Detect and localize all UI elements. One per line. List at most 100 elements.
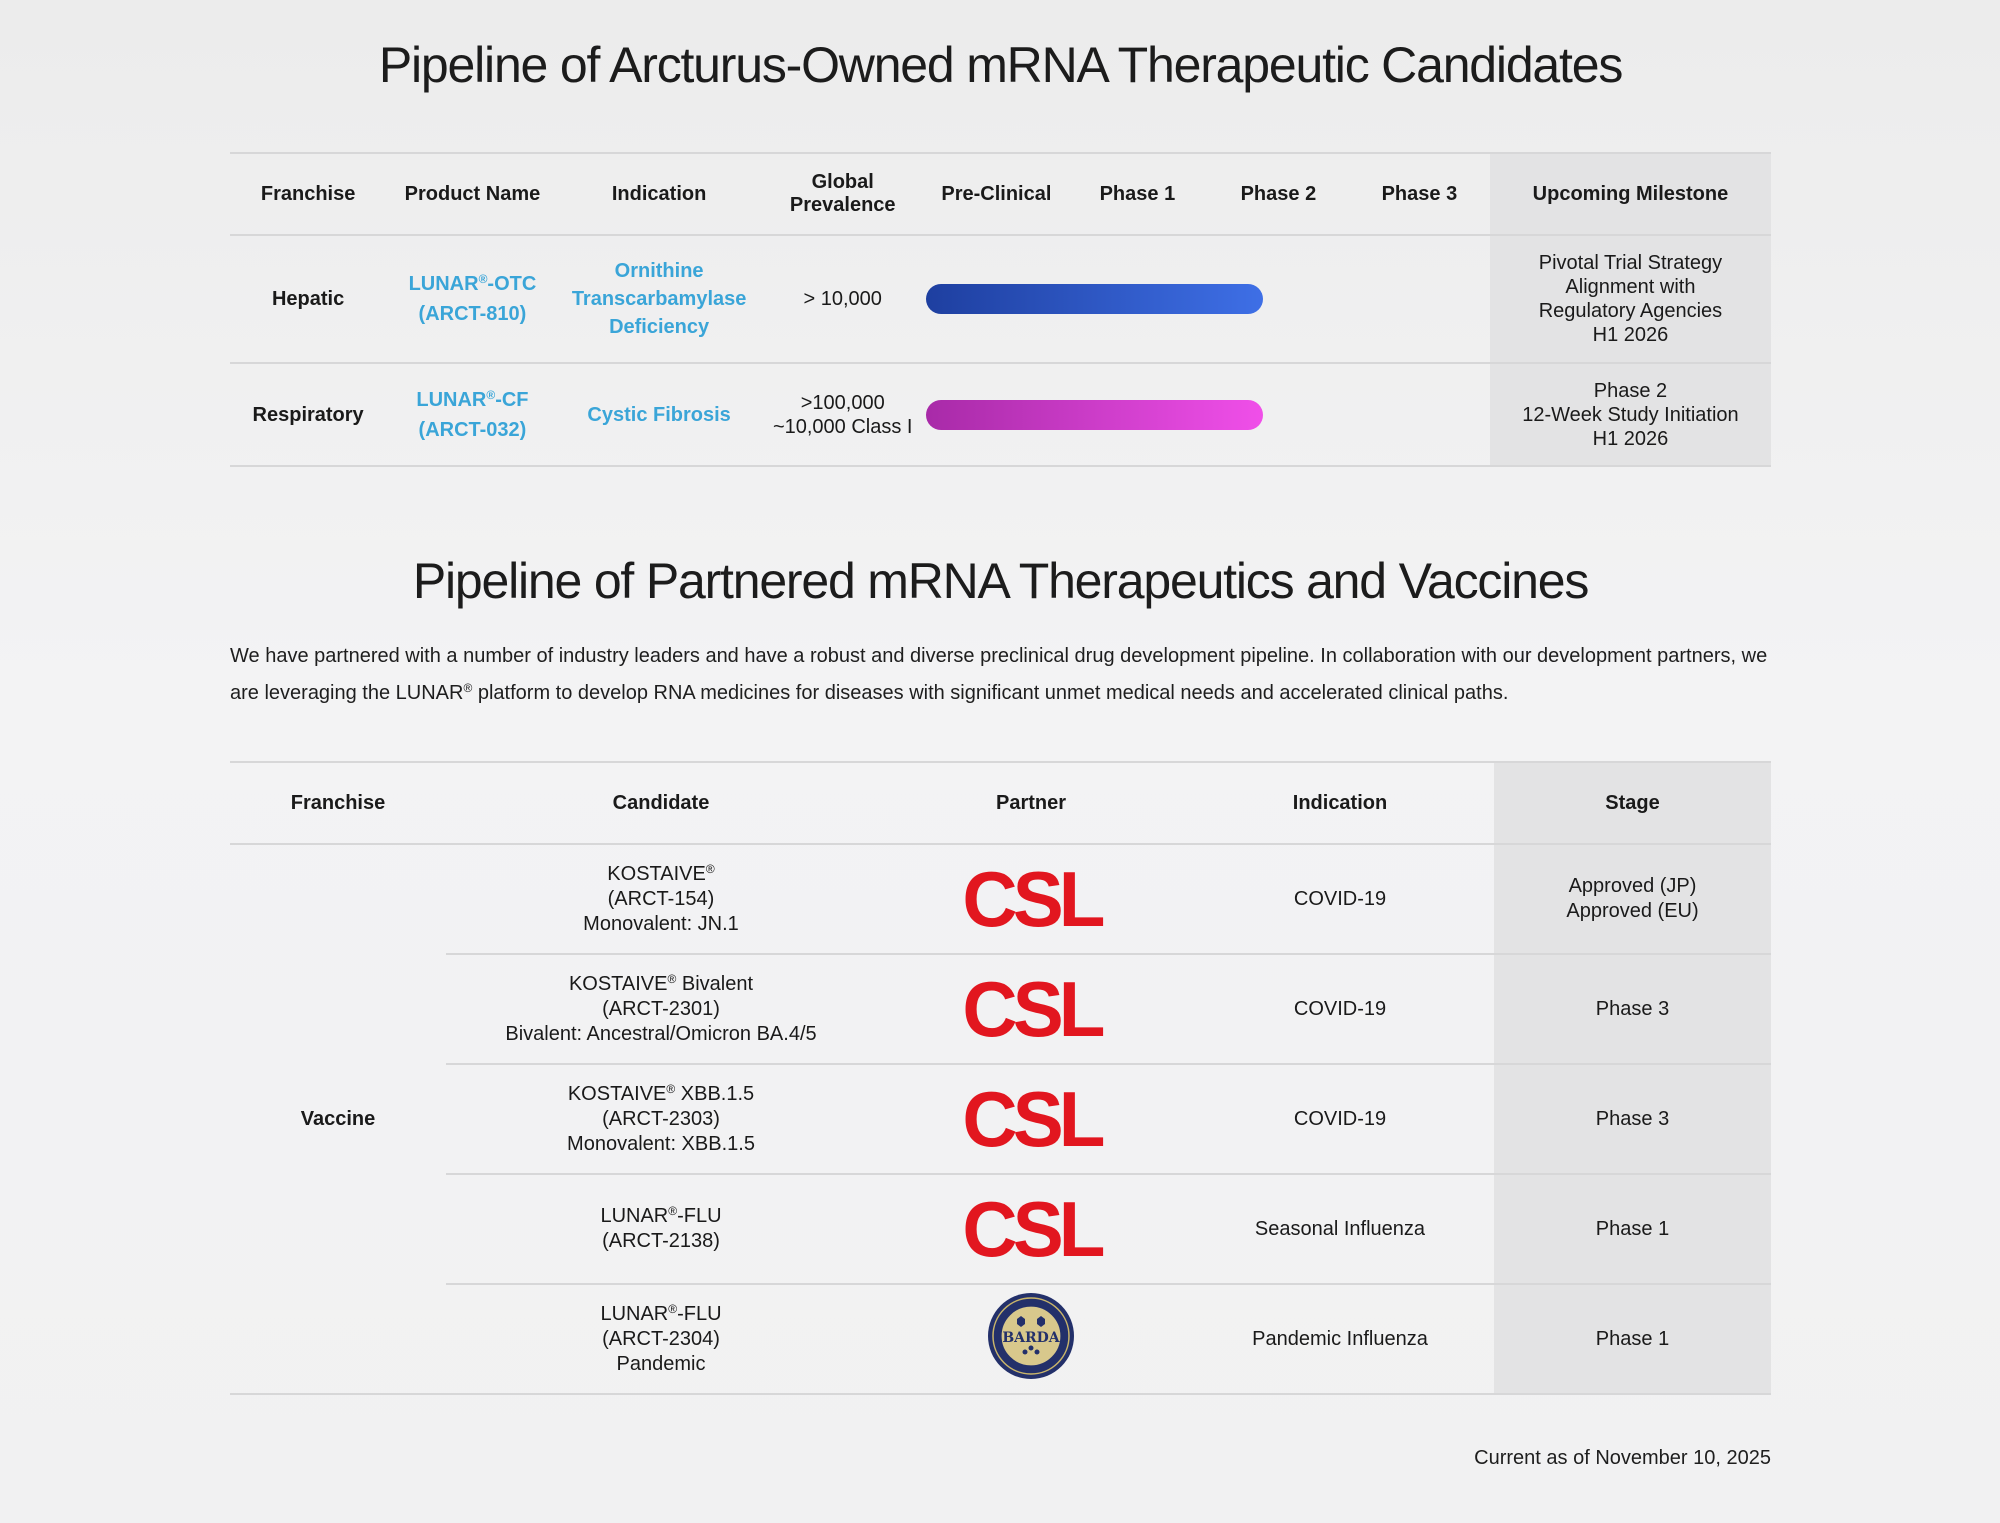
current-as-of-note: Current as of November 10, 2025 [1474, 1447, 1771, 1469]
candidate-name-suffix: -FLU [677, 1205, 722, 1227]
indication-line: Deficiency [609, 316, 710, 338]
indication-cell: COVID-19 [1186, 844, 1494, 955]
candidate-name: KOSTAIVE [607, 862, 706, 885]
milestone-line: H1 2026 [1592, 427, 1669, 450]
partner-cell: BARDA [876, 1284, 1186, 1395]
milestone-line: 12-Week Study Initiation [1522, 403, 1739, 426]
candidate-name: KOSTAIVE [568, 972, 668, 995]
csl-logo: CSL [961, 1075, 1105, 1163]
indication-line: Ornithine [614, 260, 704, 282]
prevalence-cell: >100,000 ~10,000 Class I [759, 363, 926, 467]
csl-logo: CSL [961, 965, 1105, 1053]
partnered-pipeline-table: Franchise Candidate Partner Indication S… [230, 761, 1771, 1395]
product-name-prefix: LUNAR [416, 388, 487, 411]
registered-mark: ® [486, 387, 496, 402]
indication-cell: COVID-19 [1186, 954, 1494, 1065]
milestone-cell: Phase 2 12-Week Study Initiation H1 2026 [1489, 363, 1771, 467]
indication-cell: COVID-19 [1186, 1064, 1494, 1175]
indication-cell: Pandemic Influenza [1186, 1284, 1494, 1395]
owned-header-row: Franchise Product Name Indication Global… [230, 152, 1771, 236]
registered-mark: ® [666, 1081, 676, 1096]
product-name-link[interactable]: LUNAR®-OTC (ARCT-810) [409, 273, 537, 325]
header-preclinical: Pre-Clinical [925, 152, 1067, 236]
csl-logo: CSL [961, 1185, 1105, 1273]
registered-mark: ® [463, 681, 473, 695]
candidate-detail: Monovalent: XBB.1.5 [567, 1132, 755, 1155]
header-product-name: Product Name [386, 152, 559, 236]
stage-line: Approved (JP) [1568, 875, 1697, 897]
indication-cell: Cystic Fibrosis [558, 363, 760, 467]
candidate-detail: Bivalent: Ancestral/Omicron BA.4/5 [505, 1022, 817, 1045]
candidate-cell: KOSTAIVE® (ARCT-154) Monovalent: JN.1 [446, 844, 876, 955]
product-code: (ARCT-032) [418, 418, 527, 441]
prevalence-line: ~10,000 Class I [772, 415, 913, 438]
header-indication: Indication [1186, 761, 1494, 845]
header-partner: Partner [876, 761, 1186, 845]
registered-mark: ® [668, 1204, 678, 1218]
prevalence-line: >100,000 [800, 391, 885, 414]
candidate-name-suffix: -FLU [677, 1302, 722, 1325]
product-code: (ARCT-810) [418, 303, 527, 325]
product-name-cell: LUNAR®-CF (ARCT-032) [386, 363, 559, 467]
header-global-prevalence: Global Prevalence [759, 152, 926, 236]
stage-cell: Phase 3 [1494, 954, 1771, 1065]
indication-link[interactable]: Cystic Fibrosis [587, 403, 731, 426]
partnered-row: Vaccine KOSTAIVE® (ARCT-154) Monovalent:… [230, 844, 1771, 1395]
product-name-prefix: LUNAR [408, 273, 479, 295]
registered-mark: ® [478, 272, 488, 286]
partner-cell: CSL [876, 1064, 1186, 1175]
progress-cell [925, 235, 1490, 364]
indication-link[interactable]: Ornithine Transcarbamylase Deficiency [572, 260, 747, 338]
header-phase2: Phase 2 [1207, 152, 1349, 236]
header-phase3: Phase 3 [1348, 152, 1490, 236]
candidate-name-suffix: XBB.1.5 [675, 1082, 755, 1105]
stage-cell: Phase 1 [1494, 1174, 1771, 1285]
prevalence-cell: > 10,000 [759, 235, 926, 364]
partnered-intro-paragraph: We have partnered with a number of indus… [230, 638, 1771, 712]
indication-cell: Ornithine Transcarbamylase Deficiency [558, 235, 760, 364]
product-name-suffix: -OTC [487, 273, 537, 295]
milestone-line: Pivotal Trial Strategy [1538, 252, 1723, 274]
registered-mark: ® [705, 861, 715, 876]
partnered-row: LUNAR®-FLU (ARCT-2304) Pandemic BARDA [230, 1284, 1771, 1395]
candidate-detail: Monovalent: JN.1 [583, 912, 739, 935]
candidate-code: (ARCT-154) [607, 887, 715, 910]
header-stage: Stage [1494, 761, 1771, 845]
stage-cell: Approved (JP) Approved (EU) [1494, 844, 1771, 955]
barda-seal-wordmark: BARDA [1002, 1330, 1060, 1346]
candidate-cell: LUNAR®-FLU (ARCT-2304) Pandemic [446, 1284, 876, 1395]
owned-pipeline-table: Franchise Product Name Indication Global… [230, 152, 1771, 467]
candidate-detail: Pandemic [616, 1352, 706, 1375]
candidate-name: KOSTAIVE [567, 1082, 667, 1105]
header-prevalence-line1: Global [811, 171, 874, 193]
milestone-cell: Pivotal Trial Strategy Alignment with Re… [1489, 235, 1771, 364]
partnered-row: KOSTAIVE® Bivalent (ARCT-2301) Bivalent:… [230, 954, 1771, 1065]
candidate-name: LUNAR [600, 1205, 669, 1227]
partnered-pipeline-title: Pipeline of Partnered mRNA Therapeutics … [412, 553, 1590, 609]
partnered-row: LUNAR®-FLU (ARCT-2138) CSL Seasonal Infl… [230, 1174, 1771, 1285]
franchise-cell: Respiratory [230, 363, 387, 467]
header-phase1: Phase 1 [1066, 152, 1208, 236]
header-franchise: Franchise [230, 152, 387, 236]
candidate-code: (ARCT-2303) [602, 1107, 720, 1130]
candidate-code: (ARCT-2304) [602, 1327, 720, 1350]
progress-cell [925, 363, 1490, 467]
indication-line: Transcarbamylase [571, 288, 747, 310]
header-upcoming-milestone: Upcoming Milestone [1489, 152, 1771, 236]
partnered-header-row: Franchise Candidate Partner Indication S… [230, 761, 1771, 845]
indication-cell: Seasonal Influenza [1186, 1174, 1494, 1285]
header-indication: Indication [558, 152, 760, 236]
candidate-code: (ARCT-2138) [602, 1230, 720, 1252]
header-candidate: Candidate [446, 761, 876, 845]
milestone-line: Phase 2 [1593, 379, 1668, 402]
product-name-link[interactable]: LUNAR®-CF (ARCT-032) [416, 389, 528, 441]
partner-cell: CSL [876, 844, 1186, 955]
owned-pipeline-title: Pipeline of Arcturus-Owned mRNA Therapeu… [378, 37, 1623, 93]
milestone-line: H1 2026 [1592, 324, 1669, 346]
candidate-cell: LUNAR®-FLU (ARCT-2138) [446, 1174, 876, 1285]
progress-bar [925, 399, 1263, 430]
owned-row-respiratory: Respiratory LUNAR®-CF (ARCT-032) Cystic … [230, 363, 1771, 467]
owned-row-hepatic: Hepatic LUNAR®-OTC (ARCT-810) Ornithine … [230, 235, 1771, 364]
candidate-name-suffix: Bivalent [676, 972, 754, 995]
barda-seal-logo: BARDA [988, 1292, 1074, 1379]
